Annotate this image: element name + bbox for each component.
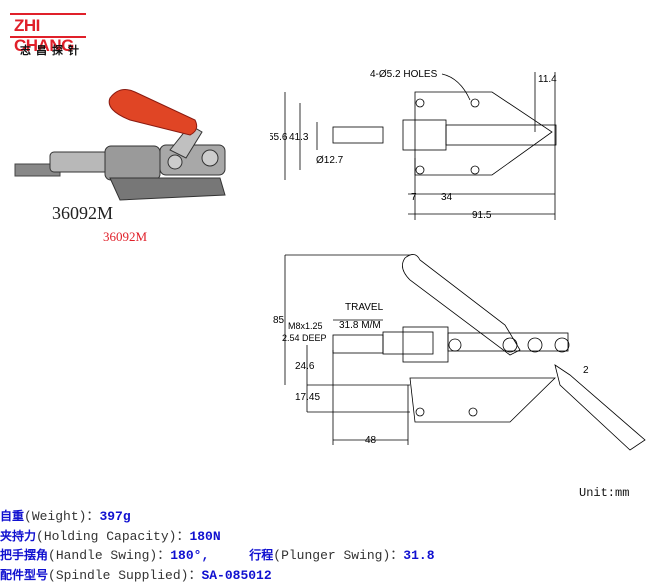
travel-label: TRAVEL <box>345 302 384 313</box>
dim-91-5: 91.5 <box>472 210 492 221</box>
model-photo-label: 36092M <box>52 203 113 224</box>
dim-34: 34 <box>441 192 453 203</box>
dim-24-6: 24.6 <box>295 361 315 372</box>
dim-48: 48 <box>365 435 377 446</box>
dim-7: 7 <box>411 192 417 203</box>
product-photo <box>10 80 235 210</box>
dim-17-45: 17.45 <box>295 392 320 403</box>
spec-en: (Plunger Swing)： <box>273 548 403 563</box>
dim-diameter: Ø12.7 <box>316 155 344 166</box>
spec-en: (Weight)： <box>24 509 99 524</box>
spec-cn: 把手摆角 <box>0 548 48 562</box>
spec-list: 自重(Weight)：397g 夹持力(Holding Capacity)：18… <box>0 507 435 585</box>
spec-en: (Holding Capacity)： <box>36 529 189 544</box>
logo-chinese: 志昌探针 <box>20 42 84 58</box>
dim-55-6: 55.6 <box>270 132 288 143</box>
dim-41-3: 41.3 <box>289 132 309 143</box>
spec-value: SA-085012 <box>201 568 271 583</box>
company-logo: ZHI CHANG 志昌探针 <box>10 8 90 58</box>
side-view-drawing: TRAVEL 85 M8x1.25 2.54 DEEP 31.8 M/M 24.… <box>270 250 660 465</box>
spec-en: (Spindle Supplied)： <box>48 568 201 583</box>
spec-cn: 配件型号 <box>0 568 48 582</box>
logo-rule <box>10 13 86 15</box>
spec-value: 31.8 <box>403 548 434 563</box>
spec-cn: 自重 <box>0 509 24 523</box>
travel-value: 31.8 M/M <box>339 320 381 331</box>
dim-11-4: 11.4 <box>538 74 557 85</box>
spec-cn: 行程 <box>249 548 273 562</box>
thread-label: M8x1.25 <box>288 321 323 331</box>
dim-85: 85 <box>273 315 285 326</box>
spec-value: 397g <box>99 509 130 524</box>
dim-2: 2 <box>583 365 589 376</box>
depth-label: 2.54 DEEP <box>282 333 327 343</box>
spec-holding-capacity: 夹持力(Holding Capacity)：180N <box>0 527 435 547</box>
spec-value: 180°, <box>170 548 209 563</box>
spec-value: 180N <box>189 529 220 544</box>
holes-label: 4-Ø5.2 HOLES <box>370 69 438 80</box>
top-view-drawing: 4-Ø5.2 HOLES 11.4 55.6 41.3 Ø12.7 7 34 9… <box>270 60 570 225</box>
spec-weight: 自重(Weight)：397g <box>0 507 435 527</box>
spec-handle-swing: 把手摆角(Handle Swing)：180°, 行程(Plunger Swing… <box>0 546 435 566</box>
spec-spindle: 配件型号(Spindle Supplied)：SA-085012 <box>0 566 435 585</box>
model-label: 36092M <box>103 229 147 245</box>
logo-rule <box>10 36 86 38</box>
spec-cn: 夹持力 <box>0 529 36 543</box>
unit-label: Unit:mm <box>579 486 629 500</box>
spec-en: (Handle Swing)： <box>48 548 170 563</box>
